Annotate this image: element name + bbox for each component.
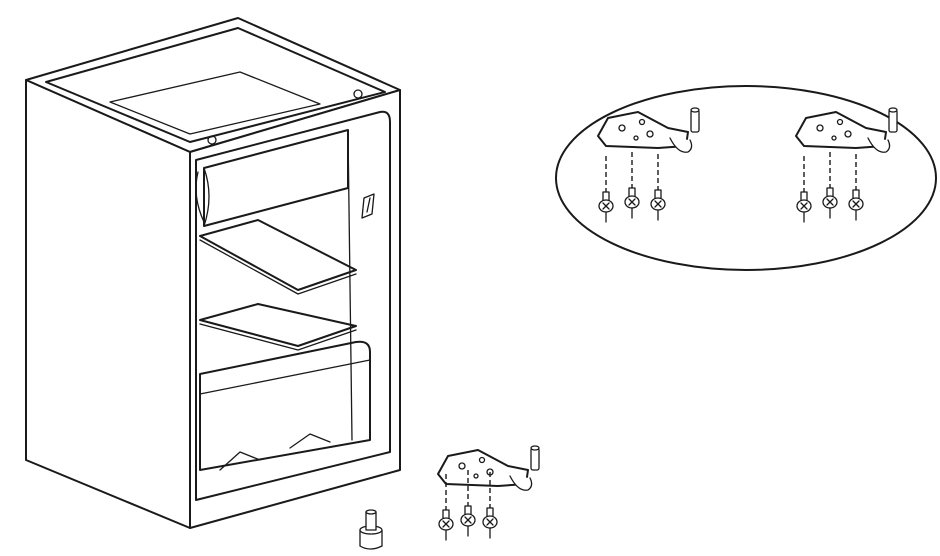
screw-icon: [624, 151, 640, 219]
screw-set-right: [796, 151, 864, 223]
screw-icon: [848, 153, 864, 221]
hinge-bottom: [437, 445, 540, 492]
detail-ellipse: [555, 85, 937, 271]
screw-icon: [822, 151, 838, 219]
screw-icon: [598, 155, 614, 223]
foot-cap-icon: [359, 509, 383, 550]
bottom-hinge-assembly: [359, 445, 540, 550]
hinge-left: [597, 107, 700, 154]
screw-set-left: [598, 151, 666, 223]
hinge-detail-callout: [555, 85, 937, 271]
fridge-cabinet: [25, 17, 401, 529]
screw-icon: [650, 153, 666, 221]
top-hinge-hole: [353, 89, 363, 99]
screw-icon: [796, 155, 812, 223]
top-hinge-hole: [207, 135, 217, 145]
